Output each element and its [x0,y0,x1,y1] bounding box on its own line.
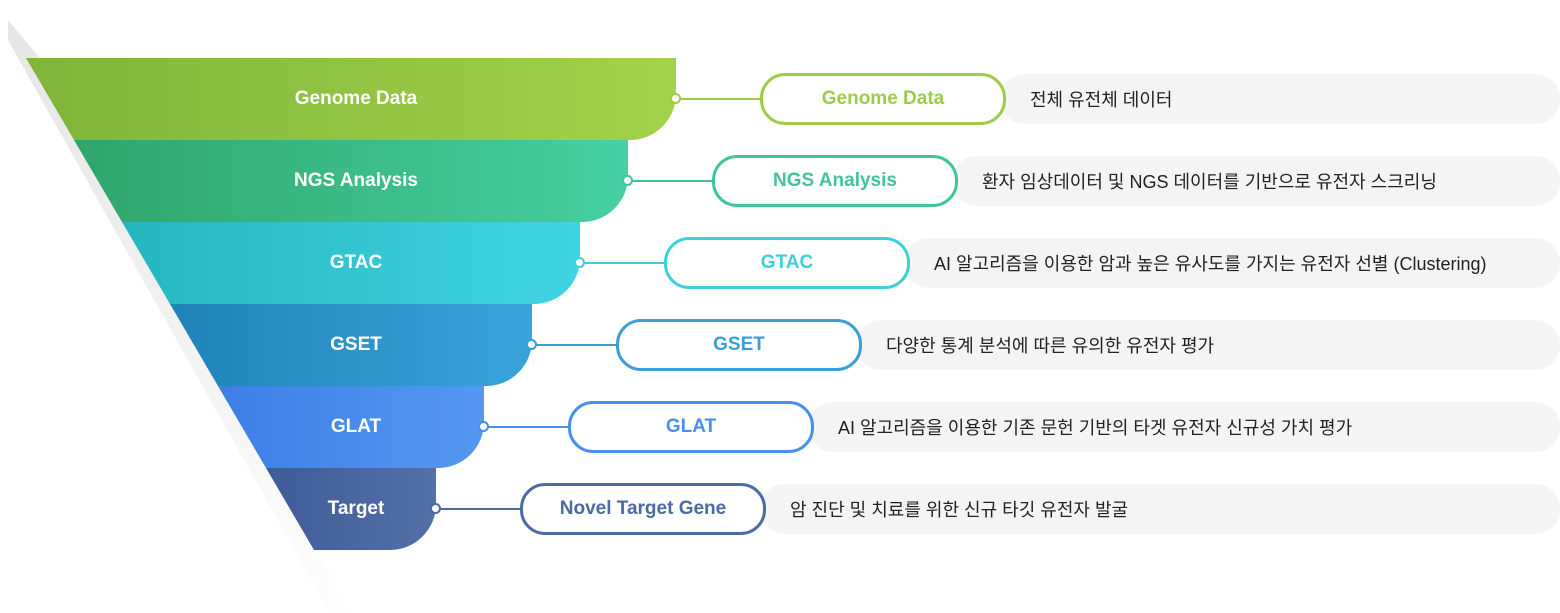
description-bar [904,238,1560,288]
description-bar [760,484,1560,534]
stage-description: 암 진단 및 치료를 위한 신규 타깃 유전자 발굴 [790,500,1129,520]
funnel-segment [170,304,532,386]
stage-pill: GTAC [664,237,910,289]
connector-line [436,508,520,510]
funnel-row: 전체 유전체 데이터 Genome Data Genome Data [0,58,1560,142]
connector-line [628,180,712,182]
funnel-row: 암 진단 및 치료를 위한 신규 타깃 유전자 발굴 Target Novel Ta… [0,468,1560,552]
funnel-row: 환자 임상데이터 및 NGS 데이터를 기반으로 유전자 스크리닝 NGS Ana… [0,140,1560,224]
stage-pill: Genome Data [760,73,1006,125]
connector-dot [430,503,441,514]
connector-line [532,344,616,346]
funnel-row: 다양한 통계 분석에 따른 유의한 유전자 평가 GSET GSET [0,304,1560,388]
connector-line [580,262,664,264]
stage-pill: GLAT [568,401,814,453]
funnel-segment [26,58,676,140]
funnel-segment-label: GTAC [329,252,383,273]
funnel-row: AI 알고리즘을 이용한 기존 문헌 기반의 타겟 유전자 신규성 가치 평가 G… [0,386,1560,470]
funnel-segment [218,386,484,468]
connector-dot [478,421,489,432]
stage-description: AI 알고리즘을 이용한 암과 높은 유사도를 가지는 유전자 선별 (Clus… [934,254,1487,274]
description-bar [1000,74,1560,124]
connector-line [676,98,760,100]
description-bar [808,402,1560,452]
funnel-segment-label: GLAT [330,416,382,437]
description-bar [952,156,1560,206]
stage-pill: NGS Analysis [712,155,958,207]
funnel-segment [122,222,580,304]
funnel-segment-label: GSET [330,334,382,355]
stage-description: 다양한 통계 분석에 따른 유의한 유전자 평가 [886,336,1215,356]
funnel-row: AI 알고리즘을 이용한 암과 높은 유사도를 가지는 유전자 선별 (Clus… [0,222,1560,306]
funnel-segment [74,140,628,222]
funnel-segment-label: Target [327,498,385,519]
connector-dot [526,339,537,350]
stage-description: AI 알고리즘을 이용한 기존 문헌 기반의 타겟 유전자 신규성 가치 평가 [838,418,1353,438]
funnel-segment-label: NGS Analysis [294,170,418,191]
connector-dot [574,257,585,268]
stage-description: 환자 임상데이터 및 NGS 데이터를 기반으로 유전자 스크리닝 [982,172,1437,192]
funnel-segment-label: Genome Data [294,88,418,109]
connector-dot [670,93,681,104]
stage-pill: GSET [616,319,862,371]
description-bar [856,320,1560,370]
stage-pill: Novel Target Gene [520,483,766,535]
stage-description: 전체 유전체 데이터 [1030,90,1173,110]
connector-dot [622,175,633,186]
connector-line [484,426,568,428]
